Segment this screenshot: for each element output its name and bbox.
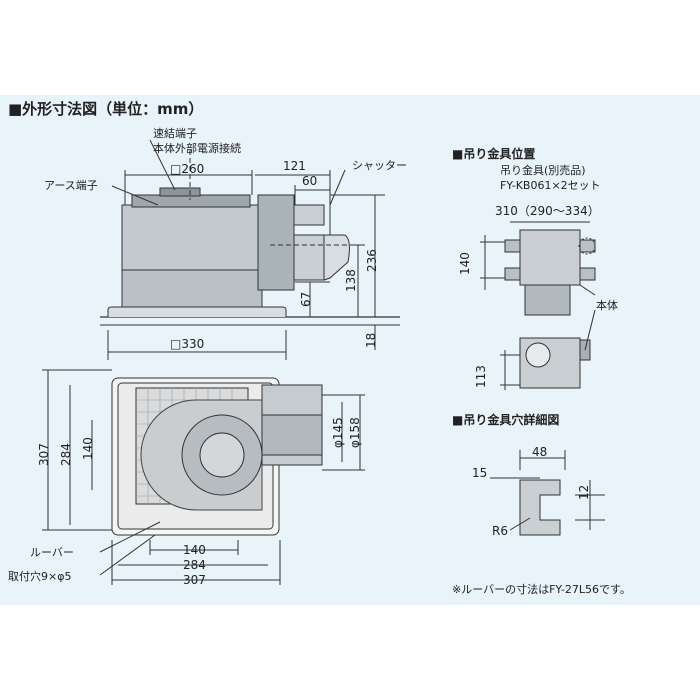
quick-terminal-label: 速結端子 — [153, 127, 197, 140]
hanger-position-title: ■吊り金具位置 — [452, 147, 536, 161]
hanger-fitting-label: 吊り金具(別売品) — [500, 164, 586, 177]
dim-bottom-140: 140 — [183, 543, 206, 557]
dim-138: 138 — [344, 269, 358, 292]
dim-side-140: 140 — [81, 437, 95, 460]
dim-detail-15: 15 — [472, 466, 488, 480]
dim-diam-145: φ145 — [331, 417, 345, 448]
dim-60: 60 — [302, 174, 318, 188]
dim-span-310: 310（290～334） — [495, 204, 600, 218]
dim-body-square: □260 — [170, 162, 205, 176]
dim-side-307: 307 — [37, 443, 51, 466]
plan-view — [42, 369, 365, 585]
dim-diam-158: φ158 — [348, 417, 362, 448]
dim-louver-square: □330 — [170, 337, 205, 351]
power-connection-label: 本体外部電源接続 — [153, 142, 241, 155]
dim-18: 18 — [364, 332, 378, 348]
footnote: ※ルーバーの寸法はFY-27L56です。 — [452, 583, 631, 596]
dim-detail-12: 12 — [577, 484, 591, 500]
dim-side-284: 284 — [59, 443, 73, 466]
main-title: ■外形寸法図（単位：mm） — [8, 100, 204, 118]
dim-bottom-284: 284 — [183, 558, 206, 572]
louver-label: ルーバー — [30, 546, 74, 559]
dim-67: 67 — [299, 291, 313, 307]
dim-detail-r6: R6 — [492, 524, 508, 538]
shutter-label: シャッター — [352, 159, 407, 172]
dim-bottom-307: 307 — [183, 573, 206, 587]
hanger-model-label: FY-KB061×2セット — [500, 179, 601, 192]
hanger-hole-title: ■吊り金具穴詳細図 — [452, 413, 560, 427]
hole-detail — [490, 450, 605, 536]
dim-hanger-113: 113 — [474, 365, 488, 388]
mounting-holes-label: 取付穴9×φ5 — [8, 570, 72, 583]
dim-detail-48: 48 — [532, 445, 548, 459]
body-label: 本体 — [596, 299, 618, 312]
side-view — [100, 139, 400, 360]
earth-terminal-label: アース端子 — [44, 179, 98, 192]
dim-236: 236 — [365, 249, 379, 272]
hanger-view — [480, 221, 596, 390]
dim-hanger-140: 140 — [458, 252, 472, 275]
dim-121: 121 — [283, 159, 306, 173]
